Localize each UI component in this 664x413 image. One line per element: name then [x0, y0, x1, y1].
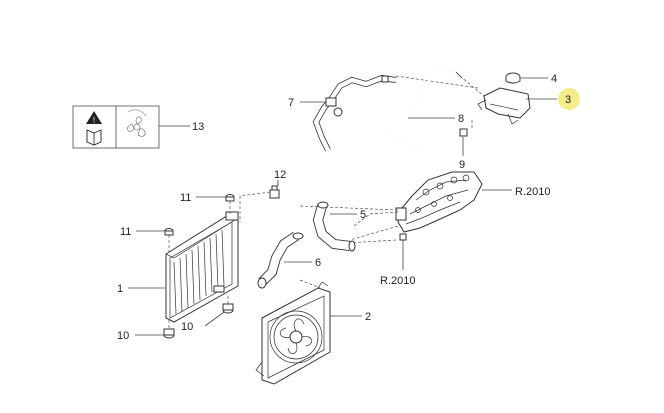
- callout-2[interactable]: 2: [365, 311, 371, 323]
- manual-book-icon: [86, 129, 102, 146]
- callout-3[interactable]: 3: [565, 94, 571, 106]
- callout-10-right[interactable]: 10: [181, 321, 193, 333]
- callout-5[interactable]: 5: [360, 209, 366, 221]
- vent-hose-8[interactable]: [383, 67, 463, 159]
- callout-6[interactable]: 6: [315, 257, 321, 269]
- callout-9[interactable]: 9: [459, 159, 465, 171]
- callout-7[interactable]: 7: [288, 97, 294, 109]
- svg-text:!: !: [93, 116, 95, 125]
- coolant-hose-5[interactable]: [312, 201, 356, 252]
- callout-10-left[interactable]: 10: [117, 330, 129, 342]
- callout-8[interactable]: 8: [458, 113, 464, 125]
- hose-connector-9[interactable]: [459, 128, 468, 137]
- fan-icon: [127, 109, 147, 137]
- engine-block-assembly[interactable]: [395, 171, 483, 241]
- warning-label-plate[interactable]: !: [72, 105, 160, 149]
- radiator[interactable]: [165, 211, 239, 323]
- callout-4[interactable]: 4: [551, 73, 557, 85]
- bleed-screw-12[interactable]: [269, 185, 280, 199]
- callout-11-upper[interactable]: 11: [180, 192, 191, 204]
- coolant-hose-7[interactable]: [312, 74, 397, 152]
- callout-12[interactable]: 12: [274, 169, 286, 181]
- cooling-fan-shroud[interactable]: [255, 281, 331, 385]
- coolant-hose-6[interactable]: [257, 231, 304, 289]
- mounting-grommet-11-lower[interactable]: [164, 228, 174, 236]
- expansion-tank-cap[interactable]: [505, 72, 521, 84]
- callout-13[interactable]: 13: [192, 121, 204, 133]
- callout-r2010-lower[interactable]: R.2010: [380, 275, 415, 287]
- callout-1[interactable]: 1: [117, 283, 123, 295]
- expansion-tank[interactable]: [477, 87, 531, 125]
- mounting-grommet-10-right[interactable]: [222, 303, 234, 314]
- callout-r2010-upper[interactable]: R.2010: [515, 186, 550, 198]
- callout-3-highlight: [558, 88, 580, 110]
- mounting-grommet-10-left[interactable]: [163, 328, 175, 339]
- mounting-grommet-11-upper[interactable]: [225, 194, 235, 202]
- warning-triangle-icon: !: [86, 111, 102, 125]
- callout-11-lower[interactable]: 11: [120, 226, 131, 238]
